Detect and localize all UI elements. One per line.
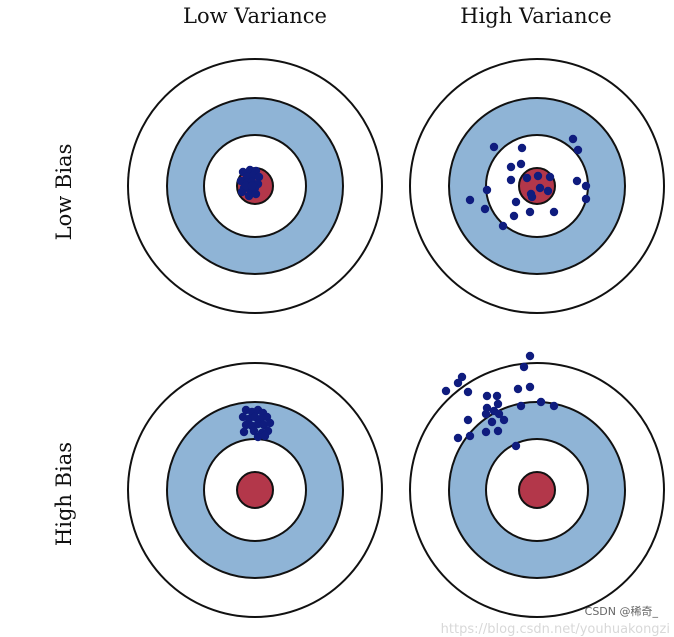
shot-dot — [463, 415, 473, 425]
shot-dot — [525, 351, 535, 361]
shot-dot — [513, 384, 523, 394]
shot-dot — [573, 145, 583, 155]
shot-dot — [251, 189, 261, 199]
shot-dot — [482, 391, 492, 401]
shot-dot — [465, 431, 475, 441]
shot-dot — [265, 418, 275, 428]
shot-dot — [481, 427, 491, 437]
shot-dot — [572, 176, 582, 186]
watermark-url: https://blog.csdn.net/youhuakongzi — [440, 622, 670, 637]
shot-dot — [244, 191, 254, 201]
shot-dot — [525, 207, 535, 217]
shot-dot — [527, 192, 537, 202]
shot-dot — [489, 142, 499, 152]
shots-low-bias-high-variance — [465, 134, 591, 231]
shot-dot — [519, 362, 529, 372]
shot-dot — [239, 427, 249, 437]
shot-dot — [535, 183, 545, 193]
shot-dot — [457, 372, 467, 382]
shot-dot — [581, 181, 591, 191]
shot-dot — [533, 171, 543, 181]
shot-dot — [522, 173, 532, 183]
shot-dot — [568, 134, 578, 144]
shot-dot — [511, 197, 521, 207]
shot-dot — [536, 397, 546, 407]
shot-dot — [511, 441, 521, 451]
shot-dot — [249, 426, 259, 436]
shot-dot — [237, 187, 247, 197]
shot-dot — [493, 426, 503, 436]
shot-dot — [453, 433, 463, 443]
shot-dot — [260, 431, 270, 441]
shot-dot — [493, 399, 503, 409]
column-title-high-variance: High Variance — [460, 4, 612, 28]
shot-dot — [581, 194, 591, 204]
high-bias-high-variance-bullseye — [518, 471, 556, 509]
shots-group — [236, 134, 591, 451]
shot-dot — [499, 415, 509, 425]
target-high-bias-high-variance — [409, 362, 665, 618]
target-high-bias-low-variance — [127, 362, 383, 618]
shot-dot — [549, 401, 559, 411]
shot-dot — [453, 378, 463, 388]
shot-dot — [482, 185, 492, 195]
shot-dot — [498, 221, 508, 231]
shots-high-bias-high-variance — [441, 351, 559, 451]
shot-dot — [549, 207, 559, 217]
shot-dot — [480, 204, 490, 214]
shot-dot — [506, 175, 516, 185]
watermark-author: CSDN @稀奇_ — [584, 605, 658, 618]
shot-dot — [487, 417, 497, 427]
shot-dot — [465, 195, 475, 205]
targets-group — [127, 58, 665, 618]
shots-high-bias-low-variance — [238, 405, 275, 442]
shot-dot — [481, 409, 491, 419]
shot-dot — [494, 409, 504, 419]
shot-dot — [254, 172, 264, 182]
shot-dot — [241, 181, 251, 191]
shots-low-bias-low-variance — [236, 165, 264, 201]
shot-dot — [543, 186, 553, 196]
column-title-low-variance: Low Variance — [183, 4, 327, 28]
shot-dot — [517, 143, 527, 153]
shot-dot — [509, 211, 519, 221]
shot-dot — [516, 159, 526, 169]
shot-dot — [525, 382, 535, 392]
shot-dot — [506, 162, 516, 172]
shot-dot — [516, 401, 526, 411]
shot-dot — [247, 181, 257, 191]
shot-dot — [545, 172, 555, 182]
shot-dot — [441, 386, 451, 396]
shot-dot — [253, 432, 263, 442]
high-bias-low-variance-bullseye — [236, 471, 274, 509]
shot-dot — [463, 387, 473, 397]
shot-dot — [492, 391, 502, 401]
